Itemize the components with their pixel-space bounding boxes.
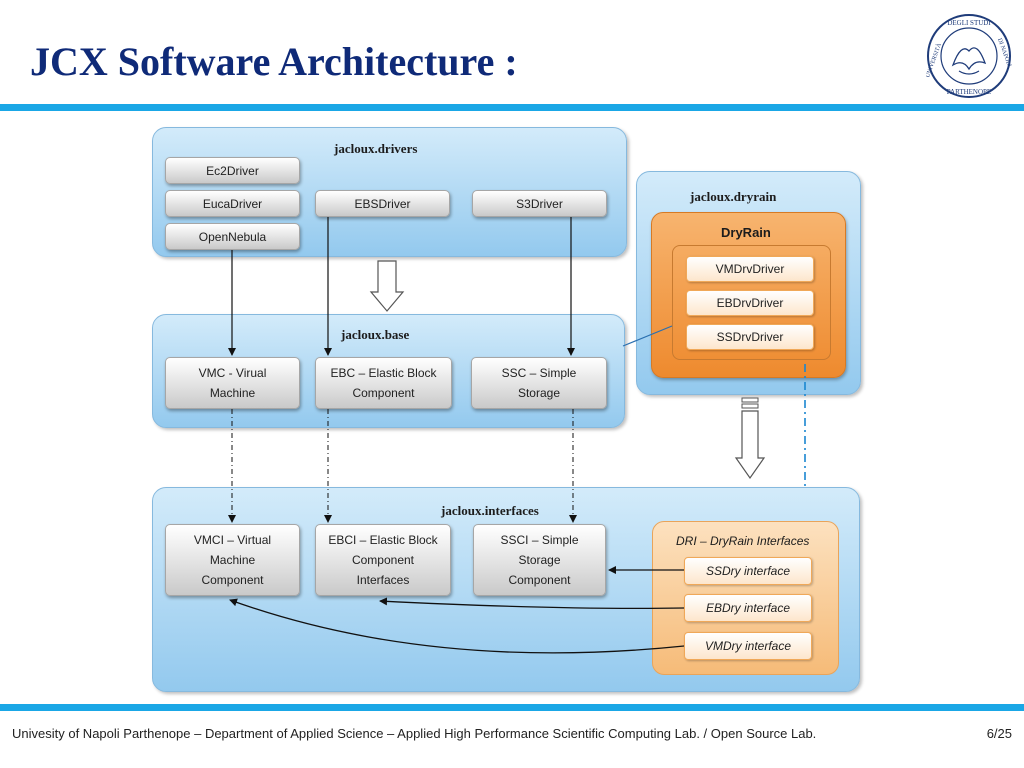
ssdry-interface-box: SSDry interface: [684, 557, 812, 585]
vmdry-to-vmci-arrow: [229, 598, 685, 654]
slide-title: JCX Software Architecture :: [30, 39, 518, 84]
s3-driver-box: S3Driver: [472, 190, 607, 217]
university-seal-logo: DEGLI STUDI PARTHENOPE UNIVERSITÀ DI NAP…: [926, 14, 1012, 98]
dryrain-panel-label: DryRain: [721, 225, 771, 240]
ssdrv-driver-box: SSDrvDriver: [686, 324, 814, 350]
dryrain-inner-frame: [672, 245, 831, 360]
dryrain-base-link: [622, 325, 673, 347]
dri-panel-label: DRI – DryRain Interfaces: [676, 534, 810, 548]
opennebula-driver-box: OpenNebula: [165, 223, 300, 250]
interfaces-package-label: jacloux.interfaces: [441, 503, 539, 518]
vmci-box: VMCI – Virtual Machine Component: [165, 524, 300, 596]
ebdry-to-ebci-arrow: [379, 597, 685, 610]
drivers-to-base-flow-arrow: [369, 260, 405, 312]
ebs-driver-box: EBSDriver: [315, 190, 450, 217]
footer-divider: [0, 704, 1024, 711]
ssci-box: SSCI – Simple Storage Component: [473, 524, 606, 596]
dryrain-to-interfaces-flow-arrow: [734, 410, 766, 480]
seal-bottom-text: PARTHENOPE: [947, 88, 991, 96]
ebc-box: EBC – Elastic Block Component: [315, 357, 452, 409]
ebdry-interface-box: EBDry interface: [684, 594, 812, 622]
base-package-label: jacloux.base: [341, 327, 410, 342]
vmdrv-driver-box: VMDrvDriver: [686, 256, 814, 282]
vmc-box: VMC - Virual Machine: [165, 357, 300, 409]
page-number: 6/25: [986, 726, 1012, 741]
dryrain-package-label: jacloux.dryrain: [690, 189, 777, 204]
drivers-package-label: jacloux.drivers: [334, 141, 418, 156]
header-divider: [0, 104, 1024, 111]
vmdry-interface-box: VMDry interface: [684, 632, 812, 660]
seal-top-text: DEGLI STUDI: [947, 19, 991, 27]
ebdrv-driver-box: EBDrvDriver: [686, 290, 814, 316]
ec2-driver-box: Ec2Driver: [165, 157, 300, 184]
ebci-box: EBCI – Elastic Block Component Interface…: [315, 524, 451, 596]
footer-text: Univesity of Napoli Parthenope – Departm…: [12, 726, 817, 741]
euca-driver-box: EucaDriver: [165, 190, 300, 217]
ssc-box: SSC – Simple Storage: [471, 357, 607, 409]
